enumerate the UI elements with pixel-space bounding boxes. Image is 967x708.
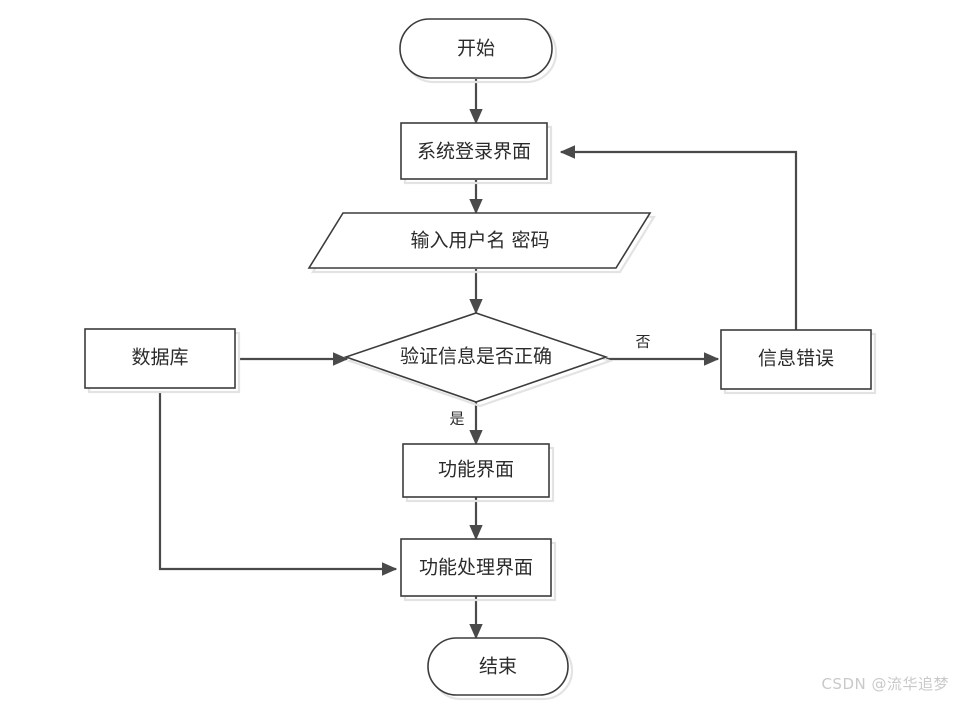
node-function-handle-label: 功能处理界面: [419, 557, 533, 579]
edge-database-to-handle: [158, 392, 398, 576]
node-verify[interactable]: 验证信息是否正确: [343, 312, 614, 408]
node-database[interactable]: 数据库: [84, 328, 241, 394]
edge-error-to-login: [559, 145, 798, 330]
node-error-label: 信息错误: [758, 348, 834, 370]
csdn-watermark: CSDN @流华追梦: [821, 675, 949, 693]
node-function-ui[interactable]: 功能界面: [402, 443, 555, 503]
node-function-ui-label: 功能界面: [438, 459, 514, 481]
node-input-label: 输入用户名 密码: [410, 230, 549, 252]
connector-layer: [158, 79, 798, 640]
node-verify-label: 验证信息是否正确: [400, 346, 552, 368]
node-error[interactable]: 信息错误: [720, 329, 877, 395]
edge-label-yes: 是: [449, 410, 464, 428]
node-input[interactable]: 输入用户名 密码: [307, 212, 656, 274]
node-end-label: 结束: [479, 656, 517, 678]
node-database-label: 数据库: [131, 347, 188, 369]
node-start[interactable]: 开始: [399, 18, 558, 84]
node-start-label: 开始: [457, 38, 495, 60]
node-end[interactable]: 结束: [427, 637, 574, 701]
node-login-label: 系统登录界面: [417, 141, 531, 163]
node-login[interactable]: 系统登录界面: [400, 122, 553, 185]
node-function-handle[interactable]: 功能处理界面: [400, 538, 557, 602]
edge-label-no: 否: [635, 333, 650, 351]
